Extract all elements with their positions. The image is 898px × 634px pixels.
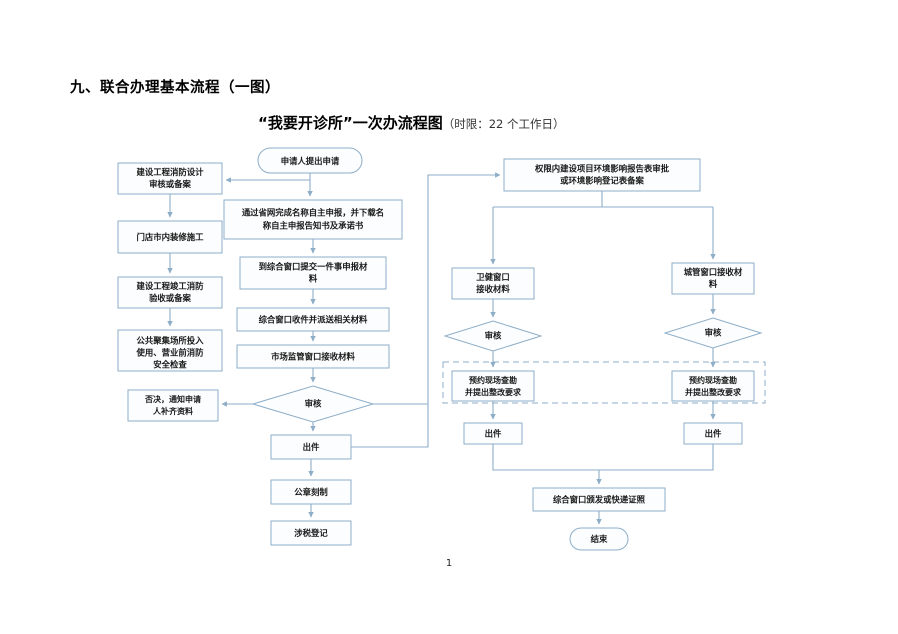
- node-public-check-line3: 安全检查: [153, 360, 187, 370]
- node-survey-left-line1: 预约现场查勘: [469, 375, 517, 385]
- node-fire-acceptance-line1: 建设工程竣工消防: [136, 281, 205, 291]
- chart-title-time-limit: （时限：22 个工作日）: [442, 117, 565, 131]
- node-start[interactable]: 申请人提出申请: [257, 147, 363, 174]
- node-tax-label: 涉税登记: [294, 528, 328, 538]
- node-public-check-line1: 公共聚集场所投入: [137, 336, 205, 346]
- node-issue-label: 综合窗口颁发或快递证照: [553, 495, 646, 505]
- node-survey-right-line1: 预约现场查勘: [689, 375, 737, 385]
- node-output-right-label: 出件: [705, 429, 722, 439]
- node-submit-line1: 到综合窗口提交一件事申报材: [259, 262, 368, 272]
- node-urban-recv-line1: 城管窗口接收材: [684, 267, 743, 277]
- node-output-right[interactable]: 出件: [683, 422, 743, 445]
- node-urban-recv-line2: 料: [709, 279, 718, 289]
- node-fire-design-line1: 建设工程消防设计: [136, 167, 205, 177]
- node-review-middle-label: 审核: [305, 399, 322, 409]
- node-end-label: 结束: [591, 534, 608, 544]
- node-health-recv-line2: 接收材料: [476, 284, 510, 294]
- node-reject-line2: 人补齐资料: [153, 406, 193, 416]
- node-reject-line1: 否决，通知申请: [144, 394, 201, 404]
- node-end[interactable]: 结束: [569, 527, 629, 551]
- node-public-check-line2: 使用、营业前消防: [136, 348, 205, 358]
- node-start-label: 申请人提出申请: [281, 156, 340, 166]
- node-market-recv-label: 市场监管窗口接收材料: [271, 352, 355, 362]
- edge-start-to-fire-design: [225, 173, 311, 183]
- node-name-declaration[interactable]: 通过省网完成名称自主申报，并下载名 称自主申报告知书及承诺书: [223, 199, 403, 240]
- node-submit-materials[interactable]: 到综合窗口提交一件事申报材 料: [239, 256, 387, 290]
- node-dispatch-materials[interactable]: 综合窗口收件并派送相关材料: [236, 307, 390, 332]
- chart-title: “我要开诊所”一次办流程图（时限：22 个工作日）: [258, 112, 565, 133]
- node-name-decl-line2: 称自主申报告知书及承诺书: [263, 221, 364, 231]
- edge-out-left-merge: [492, 444, 599, 471]
- dashed-survey-region: [442, 361, 766, 404]
- section-heading: 九、联合办理基本流程（一图）: [70, 80, 280, 96]
- connector-layer: [167, 172, 716, 525]
- page-number: 1: [445, 558, 453, 569]
- node-output-left-label: 出件: [485, 429, 502, 439]
- node-name-decl-line1: 通过省网完成名称自主申报，并下载名: [242, 208, 384, 218]
- node-tax-registration[interactable]: 涉税登记: [270, 520, 352, 546]
- node-output-middle[interactable]: 出件: [270, 434, 352, 460]
- node-health-recv-line1: 卫健窗口: [476, 272, 510, 282]
- node-review-right[interactable]: 审核: [663, 317, 763, 349]
- node-env-line2: 或环境影响登记表备案: [560, 176, 644, 186]
- node-public-safety-check[interactable]: 公共聚集场所投入 使用、营业前消防 安全检查: [117, 329, 223, 372]
- node-review-right-label: 审核: [705, 328, 722, 338]
- node-decoration-label: 门店市内装修施工: [137, 232, 205, 242]
- node-dispatch-label: 综合窗口收件并派送相关材料: [259, 315, 368, 325]
- node-submit-line2: 料: [309, 274, 318, 284]
- node-urban-window-receive[interactable]: 城管窗口接收材 料: [671, 262, 755, 295]
- node-seal-label: 公章刻制: [294, 487, 328, 497]
- node-market-window-receive[interactable]: 市场监管窗口接收材料: [236, 344, 390, 369]
- node-output-left[interactable]: 出件: [463, 422, 523, 445]
- node-survey-left[interactable]: 预约现场查勘 并提出整改要求: [451, 370, 535, 402]
- node-decoration[interactable]: 门店市内装修施工: [117, 220, 223, 254]
- node-reject-notice[interactable]: 否决，通知申请 人补齐资料: [127, 389, 219, 422]
- node-health-window-receive[interactable]: 卫健窗口 接收材料: [451, 267, 535, 300]
- node-env-line1: 权限内建设项目环境影响报告表审批: [534, 164, 670, 174]
- node-fire-acceptance-line2: 验收或备案: [149, 293, 191, 303]
- node-output-middle-label: 出件: [303, 442, 320, 452]
- node-review-left[interactable]: 审核: [443, 320, 543, 352]
- edge-out-right-merge: [599, 444, 714, 471]
- node-review-left-label: 审核: [485, 331, 502, 341]
- node-survey-left-line2: 并提出整改要求: [465, 387, 522, 397]
- edge-out-mid-to-env: [351, 172, 501, 448]
- node-fire-acceptance[interactable]: 建设工程竣工消防 验收或备案: [117, 276, 223, 309]
- node-issue-license[interactable]: 综合窗口颁发或快递证照: [532, 487, 666, 512]
- node-fire-design[interactable]: 建设工程消防设计 审核或备案: [117, 162, 223, 195]
- node-review-middle[interactable]: 审核: [251, 385, 375, 423]
- chart-title-main: “我要开诊所”一次办流程图: [258, 114, 443, 132]
- node-fire-design-line2: 审核或备案: [149, 179, 191, 189]
- node-environment-approval[interactable]: 权限内建设项目环境影响报告表审批 或环境影响登记表备案: [503, 158, 701, 192]
- node-survey-right[interactable]: 预约现场查勘 并提出整改要求: [671, 370, 755, 402]
- node-seal-engraving[interactable]: 公章刻制: [270, 479, 352, 505]
- node-survey-right-line2: 并提出整改要求: [685, 387, 742, 397]
